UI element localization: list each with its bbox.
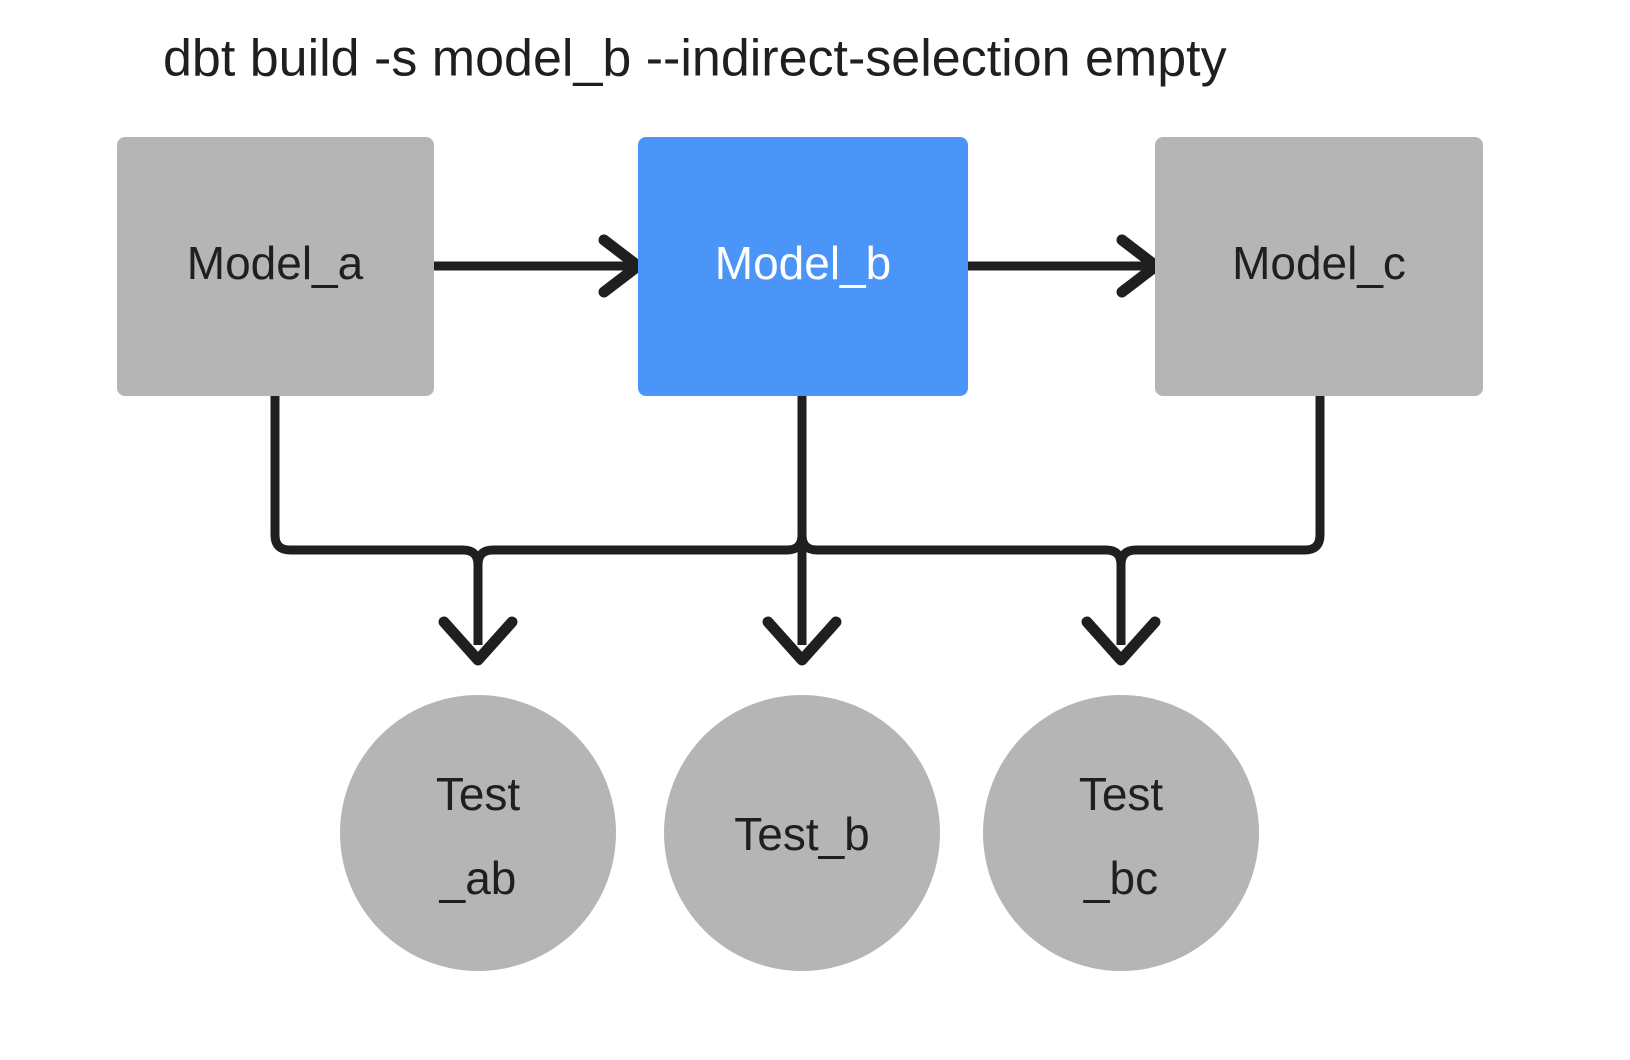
edge-model-b-to-test-bc [797,396,1126,645]
model-c-label: Model_c [1232,237,1406,289]
test-ab-label-line-2: _ab [439,852,517,904]
model-node-model-c[interactable]: Model_c [1155,137,1483,396]
test-node-test-ab[interactable]: Test _ab [340,695,616,971]
test-bc-label-line-1: Test [1079,768,1164,820]
arrowhead-to-test-bc [1081,616,1161,666]
model-c-shape[interactable] [1155,137,1483,396]
model-b-label: Model_b [715,237,891,289]
test-ab-label-line-1: Test [436,768,521,820]
test-node-test-b[interactable]: Test_b [664,695,940,971]
arrowhead-to-test-b [762,616,842,666]
page-title: dbt build -s model_b --indirect-selectio… [163,30,1227,88]
test-b-shape[interactable] [664,695,940,971]
edge-layer [270,261,1325,645]
arrowhead-to-test-ab [438,616,518,666]
edge-model-a-to-test-ab [270,396,483,645]
test-ab-shape[interactable] [340,695,616,971]
test-bc-label-line-2: _bc [1083,852,1158,904]
test-node-test-bc[interactable]: Test _bc [983,695,1259,971]
model-a-label: Model_a [187,237,364,289]
model-b-shape[interactable] [638,137,968,396]
test-bc-shape[interactable] [983,695,1259,971]
model-a-shape[interactable] [117,137,434,396]
edge-model-c-to-test-bc [1116,396,1325,645]
model-node-model-b[interactable]: Model_b [638,137,968,396]
edge-model-b-to-test-ab [473,396,807,645]
test-b-label-line-1: Test_b [734,808,870,860]
model-node-model-a[interactable]: Model_a [117,137,434,396]
